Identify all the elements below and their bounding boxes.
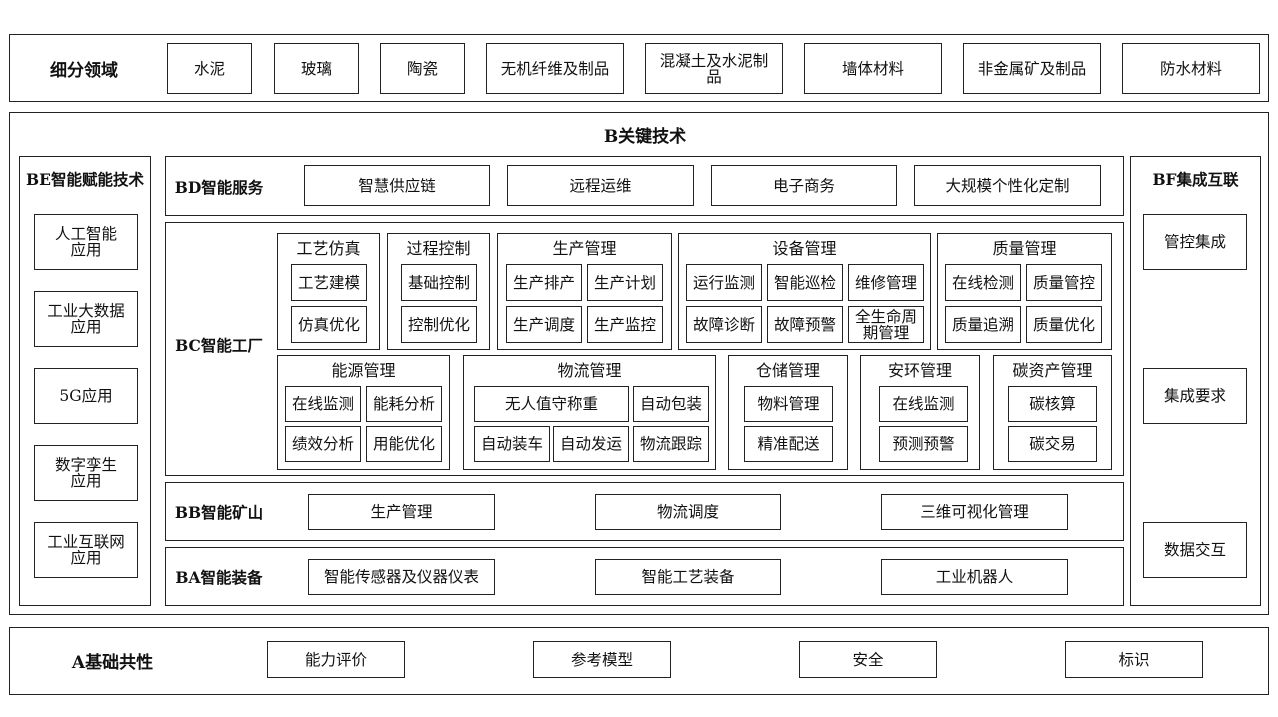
bc-group-title: 质量管理	[992, 239, 1057, 258]
bc-item: 质量优化	[1026, 306, 1102, 343]
bc-group-title: 安环管理	[887, 361, 952, 380]
a-security: 安全	[799, 641, 937, 678]
bc-item: 生产计划	[587, 264, 663, 301]
bf-integration-requirements: 集成要求	[1143, 368, 1247, 424]
be-big-data: 工业大数据应用	[34, 291, 138, 347]
ba-smart-process-equipment: 智能工艺装备	[595, 559, 781, 595]
bf-control-integration: 管控集成	[1143, 214, 1247, 270]
bc-item: 仿真优化	[291, 306, 367, 343]
bb-production-management: 生产管理	[308, 494, 495, 530]
bc-group-title: 能源管理	[331, 361, 396, 380]
segment-wall-materials: 墙体材料	[804, 43, 942, 94]
bd-mass-customization: 大规模个性化定制	[914, 165, 1101, 206]
bd-smart-supply-chain: 智慧供应链	[304, 165, 490, 206]
bc-item: 故障诊断	[686, 306, 762, 343]
ba-industrial-robot: 工业机器人	[881, 559, 1068, 595]
bc-item: 在线监测	[285, 386, 361, 422]
bc-item: 故障预警	[767, 306, 843, 343]
be-5g: 5G应用	[34, 368, 138, 424]
segment-concrete: 混凝土及水泥制品	[645, 43, 783, 94]
bc-item: 精准配送	[744, 426, 833, 462]
segment-inorganic-fiber: 无机纤维及制品	[486, 43, 624, 94]
bc-item: 自动发运	[553, 426, 629, 462]
ba-smart-sensors: 智能传感器及仪器仪表	[308, 559, 495, 595]
segment-cement: 水泥	[167, 43, 252, 94]
bb-label: BB智能矿山	[174, 503, 264, 522]
bc-item: 自动包装	[633, 386, 709, 422]
bc-item: 工艺建模	[291, 264, 367, 301]
bc-item: 生产监控	[587, 306, 663, 343]
b-key-tech-title: B关键技术	[603, 126, 687, 147]
be-ai: 人工智能应用	[34, 214, 138, 270]
a-basic-label: A基础共性	[71, 652, 154, 673]
bc-item: 物流跟踪	[633, 426, 709, 462]
bc-item: 用能优化	[366, 426, 442, 462]
bd-label: BD智能服务	[174, 178, 264, 197]
bc-item: 在线检测	[945, 264, 1021, 301]
segments-label: 细分领域	[50, 60, 118, 81]
bc-item: 在线监测	[879, 386, 968, 422]
bc-item: 碳核算	[1008, 386, 1097, 422]
a-reference-model: 参考模型	[533, 641, 671, 678]
bc-item: 控制优化	[401, 306, 477, 343]
be-label: BE智能赋能技术	[26, 170, 144, 189]
bc-group-title: 仓储管理	[755, 361, 820, 380]
bc-item: 能耗分析	[366, 386, 442, 422]
be-industrial-internet: 工业互联网应用	[34, 522, 138, 578]
bc-item: 物料管理	[744, 386, 833, 422]
ba-label: BA智能装备	[175, 568, 263, 587]
a-capability-assessment: 能力评价	[267, 641, 405, 678]
bc-group-title: 生产管理	[552, 239, 617, 258]
bc-item: 全生命周期管理	[848, 306, 924, 343]
bc-item: 碳交易	[1008, 426, 1097, 462]
bc-item: 预测预警	[879, 426, 968, 462]
bc-item: 智能巡检	[767, 264, 843, 301]
bd-ecommerce: 电子商务	[711, 165, 897, 206]
bc-item: 维修管理	[848, 264, 924, 301]
bc-group-title: 碳资产管理	[1012, 361, 1093, 380]
bc-group-title: 工艺仿真	[296, 239, 361, 258]
bc-item: 无人值守称重	[474, 386, 629, 422]
segment-waterproof: 防水材料	[1122, 43, 1260, 94]
bb-logistics-dispatch: 物流调度	[595, 494, 781, 530]
segment-glass: 玻璃	[274, 43, 359, 94]
bd-remote-ops: 远程运维	[507, 165, 694, 206]
a-identification: 标识	[1065, 641, 1203, 678]
segment-nonmetal-mineral: 非金属矿及制品	[963, 43, 1101, 94]
be-digital-twin: 数字孪生应用	[34, 445, 138, 501]
bc-item: 质量管控	[1026, 264, 1102, 301]
segment-ceramics: 陶瓷	[380, 43, 465, 94]
bc-item: 生产排产	[506, 264, 582, 301]
bf-data-exchange: 数据交互	[1143, 522, 1247, 578]
bc-item: 质量追溯	[945, 306, 1021, 343]
bc-item: 绩效分析	[285, 426, 361, 462]
bb-3d-visualization: 三维可视化管理	[881, 494, 1068, 530]
bc-item: 运行监测	[686, 264, 762, 301]
bc-group-title: 设备管理	[772, 239, 837, 258]
bc-group-title: 物流管理	[557, 361, 622, 380]
bf-label: BF集成互联	[1152, 170, 1239, 189]
bc-group-title: 过程控制	[406, 239, 471, 258]
bc-item: 生产调度	[506, 306, 582, 343]
bc-label: BC智能工厂	[175, 336, 263, 355]
bc-item: 基础控制	[401, 264, 477, 301]
bc-item: 自动装车	[474, 426, 550, 462]
